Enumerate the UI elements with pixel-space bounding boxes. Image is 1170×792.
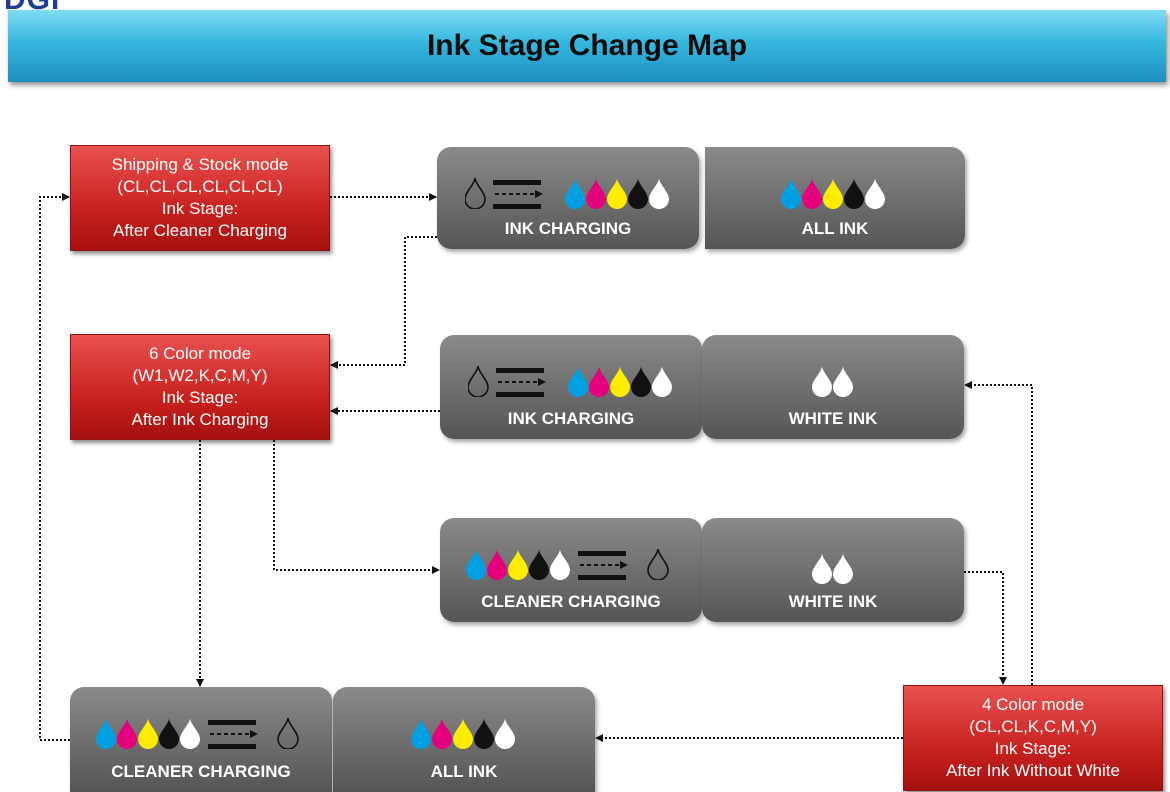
- mode-stage: After Ink Charging: [131, 410, 269, 429]
- mode-name: Shipping & Stock mode: [111, 155, 289, 174]
- cleaner-charging-flow-icon: [96, 717, 308, 754]
- six-color-mode-box: 6 Color mode (W1,W2,K,C,M,Y) Ink Stage: …: [70, 334, 330, 440]
- ink-charging-panel-2: INK CHARGING: [440, 335, 702, 439]
- shipping-stock-mode-box: Shipping & Stock mode (CL,CL,CL,CL,CL,CL…: [70, 145, 330, 251]
- icon-graphic: [812, 553, 853, 584]
- ink-charging-flow-icon: [464, 177, 677, 214]
- arrow-white-ink-to-four-color: [964, 571, 1007, 685]
- mode-name: 4 Color mode: [981, 695, 1085, 714]
- mode-stage: After Cleaner Charging: [113, 221, 287, 240]
- mode-stage-label: Ink Stage:: [161, 199, 239, 218]
- white-ink-panel-2: WHITE INK: [702, 518, 964, 622]
- mode-channels: (W1,W2,K,C,M,Y): [132, 366, 268, 385]
- icon-graphic: [467, 365, 672, 398]
- arrow-cleaner-charging-to-shipping: [39, 193, 70, 741]
- panel-label: CLEANER CHARGING: [481, 592, 661, 611]
- title-banner: Ink Stage Change Map: [8, 10, 1166, 82]
- four-color-mode-box: 4 Color mode (CL,CL,K,C,M,Y) Ink Stage: …: [903, 685, 1163, 791]
- icon-graphic: [464, 177, 669, 210]
- icon-graphic: [781, 178, 885, 209]
- page-title: Ink Stage Change Map: [426, 29, 748, 62]
- ink-charging-flow-icon: [467, 365, 680, 402]
- icon-graphic: [96, 717, 299, 750]
- panel-label: ALL INK: [801, 219, 869, 238]
- mode-name: 6 Color mode: [148, 344, 252, 363]
- white-ink-drops-icon: [812, 365, 856, 402]
- all-ink-drops-icon: [781, 177, 889, 214]
- panel-label: INK CHARGING: [504, 219, 632, 238]
- mode-stage: After Ink Without White: [946, 761, 1120, 780]
- icon-graphic: [411, 718, 515, 749]
- arrow-six-color-to-cleaner-charging-1: [273, 440, 440, 574]
- panel-label: INK CHARGING: [507, 409, 635, 428]
- cleaner-charging-panel-1: CLEANER CHARGING: [440, 518, 702, 622]
- cleaner-charging-panel-2: CLEANER CHARGING: [70, 687, 332, 792]
- arrow-four-color-to-white-ink: [964, 381, 1033, 685]
- white-ink-panel-1: WHITE INK: [702, 335, 964, 439]
- mode-stage-label: Ink Stage:: [994, 739, 1072, 758]
- mode-stage-label: Ink Stage:: [161, 388, 239, 407]
- white-ink-drops-icon: [812, 552, 856, 589]
- icon-graphic: [812, 366, 853, 397]
- panel-label: WHITE INK: [788, 592, 878, 611]
- panel-label: ALL INK: [430, 762, 498, 781]
- all-ink-panel-2: ALL INK: [333, 687, 595, 792]
- cleaner-charging-flow-icon: [466, 548, 678, 585]
- mode-channels: (CL,CL,CL,CL,CL,CL): [117, 177, 283, 196]
- mode-channels: (CL,CL,K,C,M,Y): [969, 717, 1097, 736]
- panel-label: WHITE INK: [788, 409, 878, 428]
- panel-label: CLEANER CHARGING: [111, 762, 291, 781]
- ink-charging-panel-1: INK CHARGING: [437, 147, 699, 249]
- all-ink-panel-1: ALL INK: [705, 147, 965, 249]
- all-ink-drops-icon: [411, 717, 519, 754]
- arrow-ink-charging-to-six-color: [330, 236, 437, 369]
